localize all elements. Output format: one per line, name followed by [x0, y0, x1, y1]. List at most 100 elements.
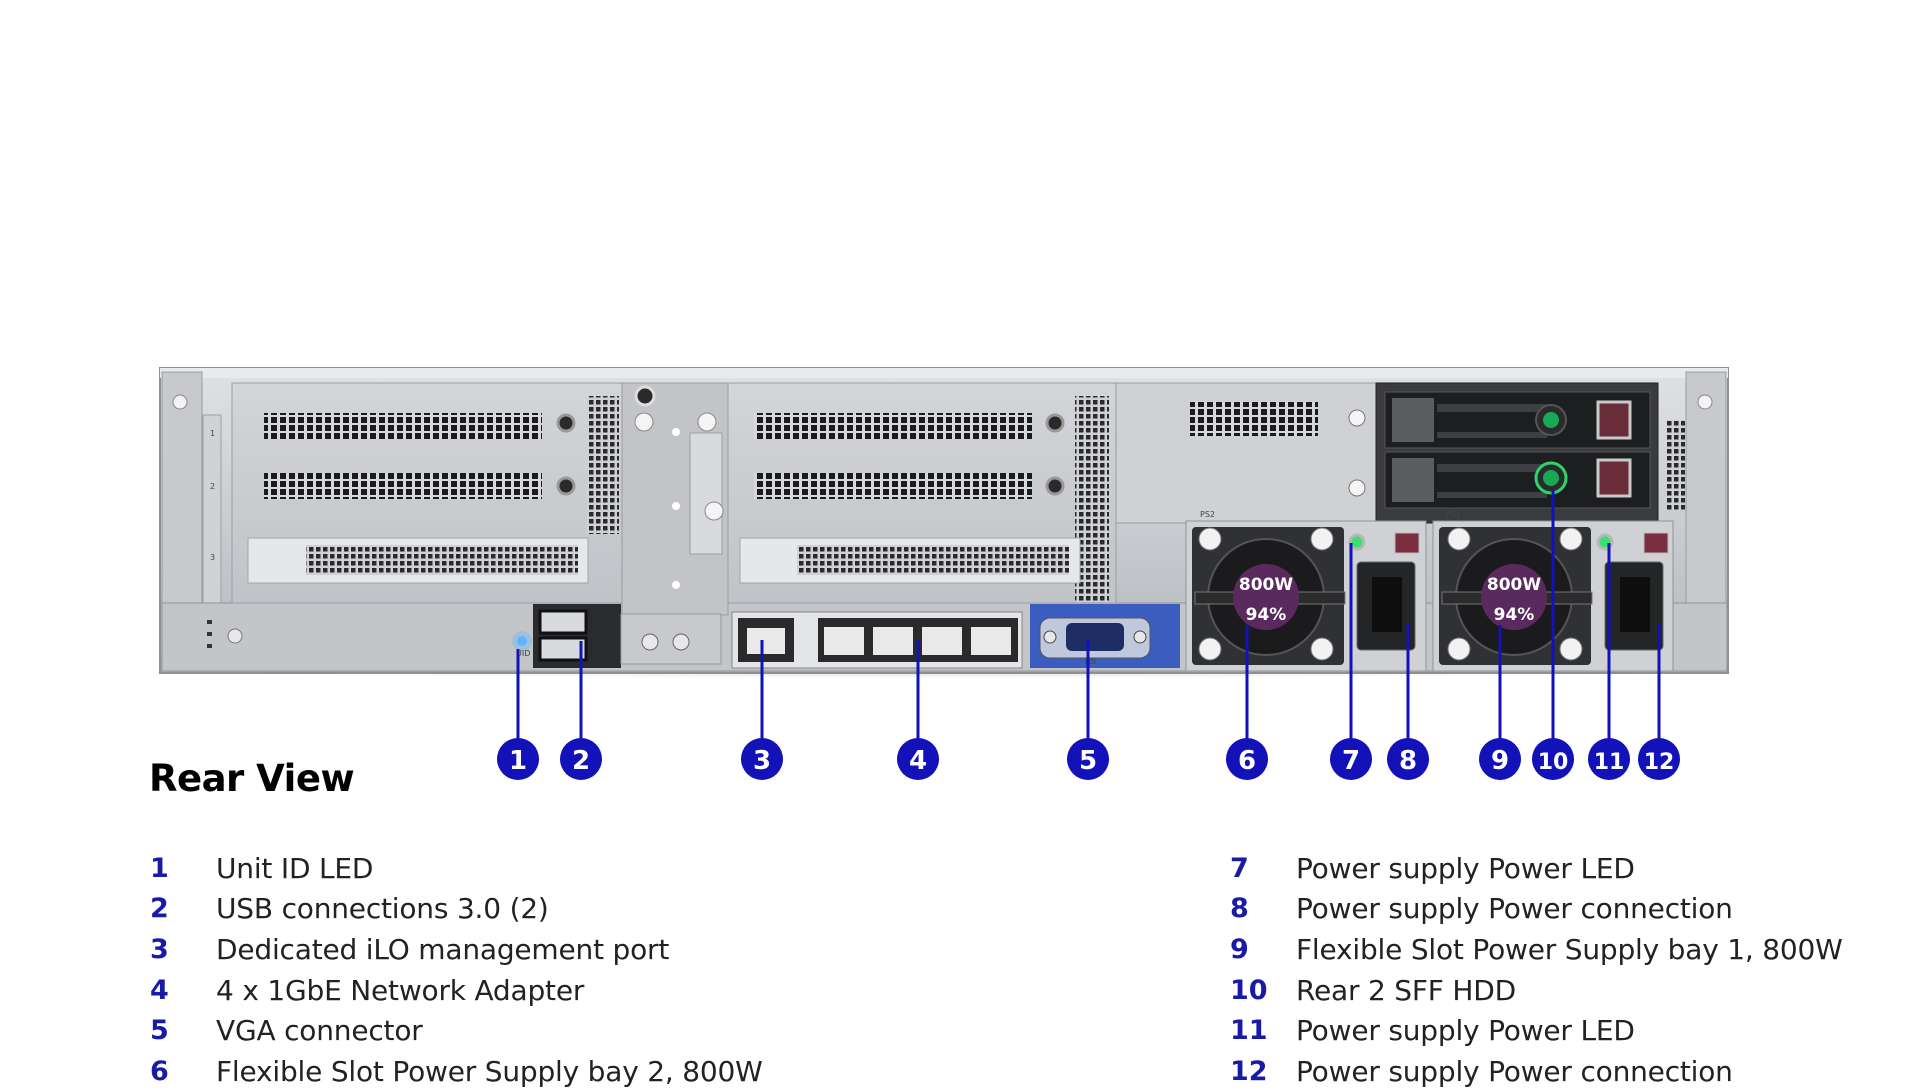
legend-number: 3 — [150, 933, 169, 965]
drive-status-led — [1543, 470, 1559, 486]
callout-3: 3 — [741, 738, 783, 780]
svg-text:11: 11 — [1594, 750, 1625, 775]
svg-text:9: 9 — [1491, 746, 1509, 776]
legend-text: Rear 2 SFF HDD — [1296, 973, 1516, 1007]
svg-text:5: 5 — [1079, 746, 1097, 776]
legend-item: 3 Dedicated iLO management port — [150, 929, 763, 970]
legend-item: 10 Rear 2 SFF HDD — [1230, 970, 1843, 1011]
svg-text:10: 10 — [1538, 750, 1569, 775]
legend-number: 10 — [1230, 974, 1268, 1006]
pcie-riser-cage-primary — [231, 382, 623, 604]
lan-port[interactable] — [873, 627, 913, 655]
legend-text: Power supply Power connection — [1296, 892, 1733, 926]
rear-io-panel: UID IOI — [207, 604, 1180, 669]
legend-item: 11 Power supply Power LED — [1230, 1010, 1843, 1051]
psu-rating-badge — [1233, 564, 1299, 630]
svg-text:2: 2 — [572, 746, 590, 776]
legend-list-left: 1 Unit ID LED 2 USB connections 3.0 (2) 3 D… — [150, 848, 763, 1092]
psu-2-rating: 800W — [1239, 575, 1293, 595]
legend-item: 1 Unit ID LED — [150, 848, 763, 889]
legend-number: 2 — [150, 893, 169, 925]
psu-1-rating: 800W — [1487, 575, 1541, 595]
legend-number: 12 — [1230, 1055, 1268, 1087]
svg-text:6: 6 — [1238, 746, 1256, 776]
legend-text: Dedicated iLO management port — [216, 932, 670, 966]
legend-text: Flexible Slot Power Supply bay 1, 800W — [1296, 932, 1843, 966]
pcie-slot-vent — [264, 473, 542, 499]
psu-2-power-led — [1348, 533, 1366, 551]
callout-6: 6 — [1226, 738, 1268, 780]
psu-rating-badge — [1481, 564, 1547, 630]
svg-text:1: 1 — [509, 746, 527, 776]
uid-label: UID — [516, 649, 530, 658]
legend-number: 4 — [150, 974, 169, 1006]
svg-text:4: 4 — [909, 746, 927, 776]
legend-number: 5 — [150, 1015, 169, 1047]
riser-label-2: 2 — [210, 482, 215, 491]
callout-8: 8 — [1387, 738, 1429, 780]
power-supply-bay-2[interactable]: 800W 94% — [1185, 520, 1427, 672]
legend-text: VGA connector — [216, 1014, 423, 1048]
callout-12: 12 — [1638, 738, 1680, 780]
callout-leader-lines — [516, 490, 1661, 740]
legend-item: 6 Flexible Slot Power Supply bay 2, 800W — [150, 1051, 763, 1092]
lan-port[interactable] — [824, 627, 864, 655]
legend-item: 5 VGA connector — [150, 1010, 763, 1051]
legend-text: Flexible Slot Power Supply bay 2, 800W — [216, 1054, 763, 1088]
legend-number: 9 — [1230, 933, 1249, 965]
callout-10: 10 — [1532, 738, 1574, 780]
legend-text: 4 x 1GbE Network Adapter — [216, 973, 585, 1007]
callout-1: 1 — [497, 738, 539, 780]
legend-item: 4 4 x 1GbE Network Adapter — [150, 970, 763, 1011]
legend-number: 11 — [1230, 1015, 1268, 1047]
ps2-label: PS2 — [1200, 510, 1215, 519]
uid-led — [517, 636, 527, 646]
legend-number: 1 — [150, 852, 169, 884]
svg-text:3: 3 — [753, 746, 771, 776]
usb-port-1[interactable] — [538, 609, 588, 635]
pcie-riser-cage-secondary — [727, 382, 1146, 604]
lan-port[interactable] — [922, 627, 962, 655]
vga-connector[interactable] — [1066, 623, 1124, 651]
svg-text:12: 12 — [1644, 750, 1675, 775]
drive-status-led — [1543, 412, 1559, 428]
legend-text: Power supply Power LED — [1296, 1014, 1635, 1048]
legend-text: Power supply Power LED — [1296, 851, 1635, 885]
callout-4: 4 — [897, 738, 939, 780]
callout-5: 5 — [1067, 738, 1109, 780]
legend-number: 8 — [1230, 893, 1249, 925]
legend-item: 7 Power supply Power LED — [1230, 848, 1843, 889]
legend-number: 7 — [1230, 852, 1249, 884]
pcie-slot-vent — [754, 473, 1032, 499]
psu-1-efficiency: 94% — [1494, 605, 1535, 625]
legend-item: 8 Power supply Power connection — [1230, 889, 1843, 930]
rear-drive-cage — [1115, 382, 1685, 524]
callout-9: 9 — [1479, 738, 1521, 780]
legend-text: Power supply Power connection — [1296, 1054, 1733, 1088]
callout-2: 2 — [560, 738, 602, 780]
hdd-bay-2[interactable] — [1384, 451, 1651, 509]
riser-bracket-middle — [621, 382, 729, 616]
legend-text: USB connections 3.0 (2) — [216, 892, 549, 926]
legend-item: 12 Power supply Power connection — [1230, 1051, 1843, 1092]
usb-port-2[interactable] — [538, 636, 588, 662]
lan-port[interactable] — [971, 627, 1011, 655]
vga-label: IOI — [1085, 657, 1096, 666]
legend-number: 6 — [150, 1055, 169, 1087]
psu-2-efficiency: 94% — [1246, 605, 1287, 625]
riser-label-3: 3 — [210, 553, 215, 562]
legend-text: Unit ID LED — [216, 851, 374, 885]
pcie-slot-vent — [754, 413, 1032, 439]
hdd-bay-1[interactable] — [1384, 391, 1651, 449]
callout-7: 7 — [1330, 738, 1372, 780]
svg-text:8: 8 — [1399, 746, 1417, 776]
riser-label-1: 1 — [210, 429, 215, 438]
ps1-label: PS1 — [1446, 510, 1461, 519]
page-title: Rear View — [149, 757, 355, 800]
callout-markers: 1 2 3 4 5 6 7 8 9 10 11 12 — [497, 738, 1680, 780]
legend-item: 9 Flexible Slot Power Supply bay 1, 800W — [1230, 929, 1843, 970]
pcie-slot-vent — [264, 413, 542, 439]
